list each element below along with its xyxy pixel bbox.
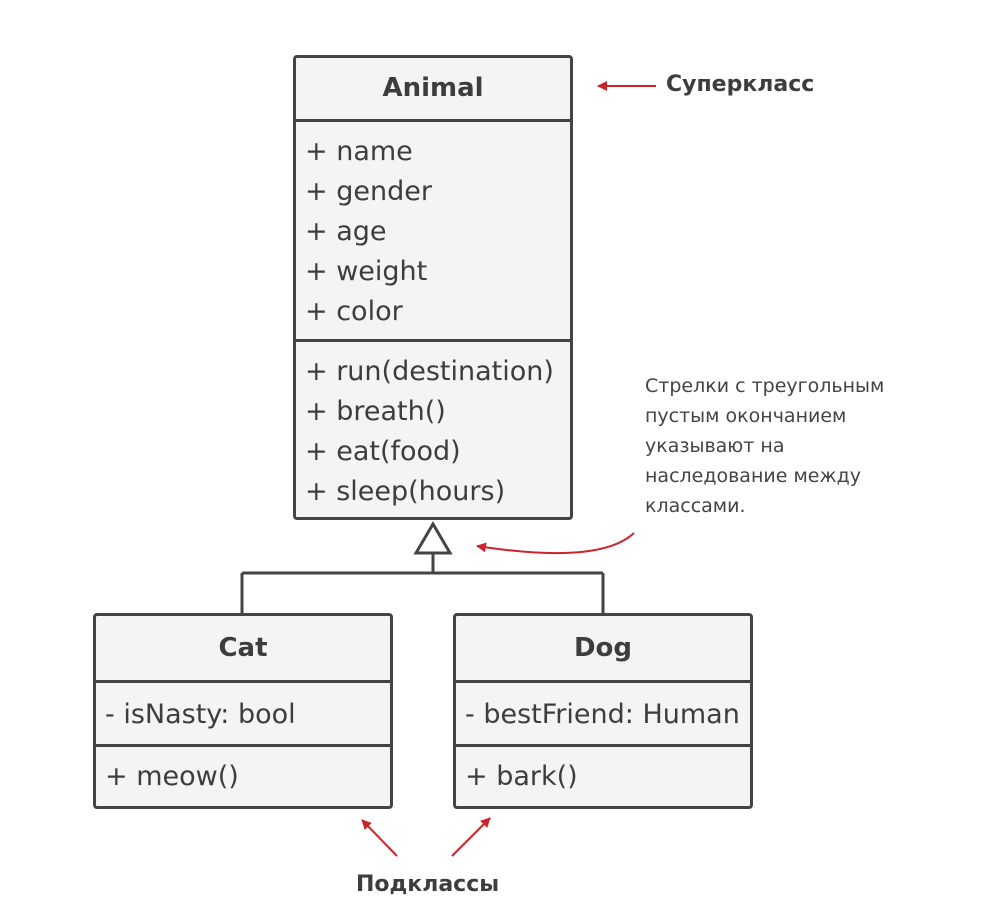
method-run: + run(destination)	[305, 356, 554, 387]
attribute-weight: + weight	[305, 256, 428, 287]
class-dog-attributes: - bestFriend: Human	[456, 680, 750, 744]
note-line: классами.	[645, 495, 746, 517]
class-animal-title: Animal	[382, 73, 484, 103]
method-bark: + bark()	[465, 761, 578, 792]
class-cat-methods: + meow()	[96, 744, 390, 797]
method-meow: + meow()	[105, 761, 239, 792]
subclass-pointer-arrow-cat	[361, 819, 398, 857]
attribute-gender: + gender	[305, 176, 432, 207]
class-dog-title: Dog	[573, 633, 633, 663]
class-cat-attributes: - isNasty: bool	[96, 680, 390, 744]
note-line: пустым окончанием	[645, 405, 847, 427]
note-line: указывают на	[645, 435, 785, 457]
class-cat[interactable]: Cat - isNasty: bool + meow()	[93, 613, 393, 809]
class-animal-methods: + run(destination) + breath() + eat(food…	[296, 339, 570, 512]
inheritance-triangle-icon	[413, 521, 453, 555]
note-line: наследование между	[645, 465, 861, 487]
note-line: Стрелки с треугольным	[645, 375, 885, 397]
class-animal-attributes: + name + gender + age + weight + color	[296, 119, 570, 339]
attribute-name: + name	[305, 136, 413, 167]
attribute-isnasty: - isNasty: bool	[105, 699, 296, 730]
subclass-pointer-arrow-dog	[451, 817, 491, 857]
note-pointer-arrow	[476, 532, 635, 555]
inheritance-connector	[240, 553, 605, 615]
class-dog[interactable]: Dog - bestFriend: Human + bark()	[453, 613, 753, 809]
class-animal[interactable]: Animal + name + gender + age + weight + …	[293, 55, 573, 520]
superclass-label: Суперкласс	[666, 72, 815, 97]
method-sleep: + sleep(hours)	[305, 476, 506, 507]
attribute-color: + color	[305, 296, 403, 327]
attribute-bestfriend: - bestFriend: Human	[465, 699, 740, 730]
class-dog-methods: + bark()	[456, 744, 750, 797]
method-breath: + breath()	[305, 396, 446, 427]
subclasses-label: Подклассы	[356, 872, 500, 897]
attribute-age: + age	[305, 216, 387, 247]
method-eat: + eat(food)	[305, 436, 461, 467]
inheritance-note: Стрелки с треугольным пустым окончанием …	[645, 371, 884, 521]
class-cat-title: Cat	[218, 633, 268, 663]
